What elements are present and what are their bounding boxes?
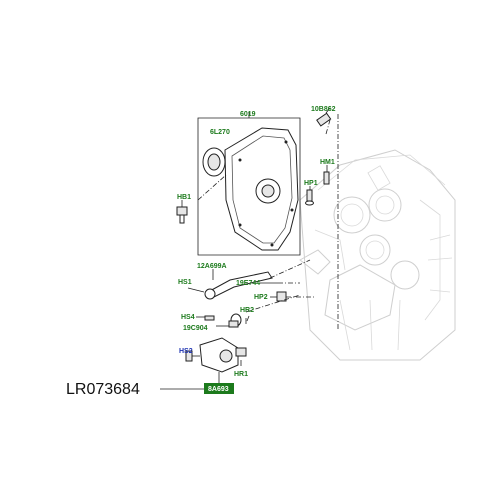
callout-labels: 6019 10B862 6L270 HM1 HP1 HB1 12A699A HS… [177,106,336,378]
callout-hs4: HS4 [181,314,195,321]
leader-lines [160,114,339,390]
highlight-tag: 8A693 [204,383,234,394]
callout-10b862: 10B862 [311,106,336,113]
fastener-hp1 [305,189,314,206]
bolt-hs4 [204,315,215,321]
callout-hp1: HP1 [304,180,318,187]
callout-19e744: 19E744 [236,280,260,287]
housing-8a693 [185,337,247,373]
part-number-label: LR073684 [66,381,140,398]
oil-seal-6l270 [202,147,226,177]
bolt-hb1 [176,206,188,224]
cover-bracket [197,112,301,256]
front-cover-6019 [224,127,299,251]
callout-hm1: HM1 [320,159,335,166]
callout-hp2: HP2 [254,294,268,301]
callout-hr2: HR2 [240,307,254,314]
highlight-tag-background [204,383,234,394]
callout-19c904: 19C904 [183,325,208,332]
callout-12a699a: 12A699A [197,263,227,270]
callout-6l270: 6L270 [210,129,230,136]
engine-block-outline [299,149,456,361]
callout-hs1: HS1 [178,279,192,286]
sensor-10b862 [316,107,332,127]
thermostat-19c904 [228,313,250,328]
callout-hr1: HR1 [234,371,248,378]
callout-hb1: HB1 [177,194,191,201]
callout-hs2: HS2 [179,348,193,355]
pipe-12a699a [204,271,273,300]
highlight-tag-text: 8A693 [208,386,229,393]
fastener-hm1 [323,171,330,185]
callout-6019: 6019 [240,111,256,118]
